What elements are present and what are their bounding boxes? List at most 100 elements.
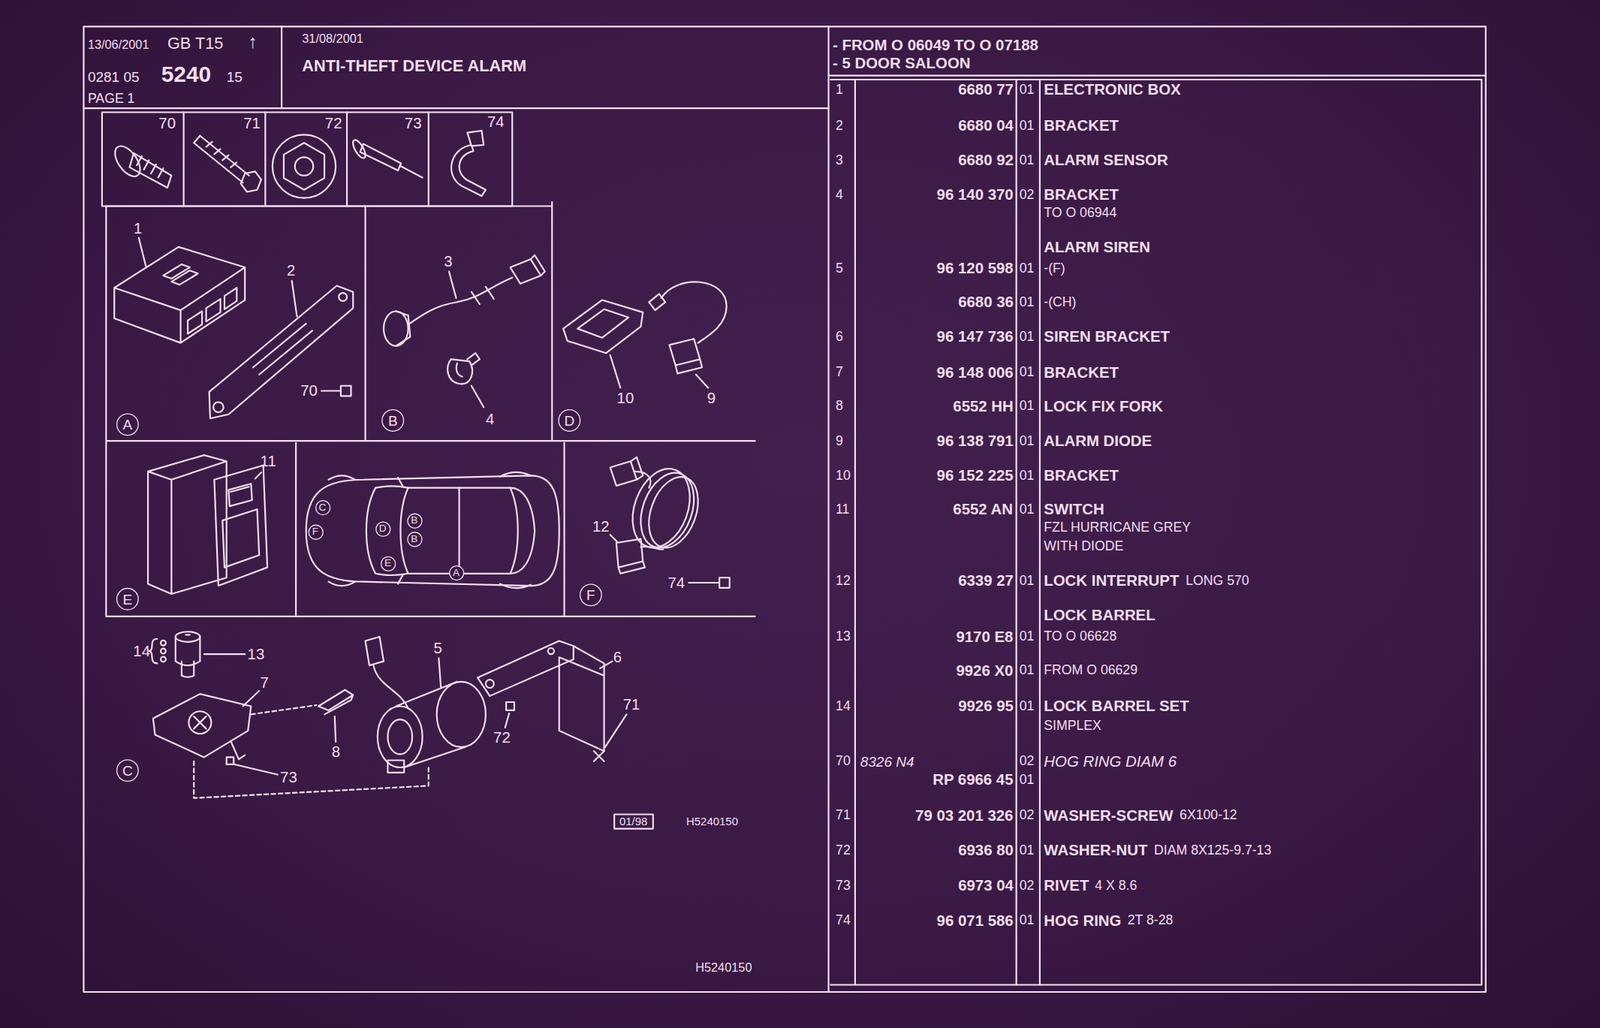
electronic-box-drawing — [338, 292, 347, 302]
wire-harness-drawing — [616, 539, 645, 574]
frame-line — [280, 26, 283, 109]
parts-table-cell: 6680 77 — [958, 81, 1014, 98]
fastener-drawing — [451, 130, 486, 196]
diode-bracket-drawing — [669, 338, 703, 374]
fastener-cell: 70 — [102, 111, 184, 206]
parts-table-cell: 01 — [1019, 153, 1035, 168]
fastener-drawing — [241, 171, 262, 192]
diode-bracket-drawing — [563, 300, 643, 354]
electronic-box-drawing — [213, 401, 224, 413]
parts-table-cell: 02 — [1019, 187, 1035, 202]
parts-table-cell: 02 — [1019, 878, 1035, 893]
siren-assembly-drawing — [226, 756, 235, 765]
panel-border — [183, 111, 429, 206]
callout-number: 72 — [325, 114, 343, 132]
parts-table-cell: 74 — [835, 912, 851, 928]
parts-table-cell: 01 — [1019, 329, 1035, 344]
car-plan-drawing — [366, 486, 535, 576]
siren-assembly-drawing — [506, 702, 515, 711]
parts-table-cell: 96 152 225 — [937, 467, 1014, 484]
alarm-sensor-drawing — [383, 255, 546, 407]
siren-assembly-drawing — [593, 750, 605, 762]
panel-border — [102, 111, 513, 206]
siren-assembly-drawing — [160, 656, 166, 663]
frame-line — [83, 26, 1486, 992]
siren-assembly-drawing — [395, 681, 465, 768]
fastener-cell: 73 — [346, 111, 429, 206]
parts-table-cell: 2 — [835, 118, 844, 133]
car-plan-drawing — [306, 472, 560, 588]
callout-number: 6 — [613, 648, 622, 666]
parts-table-cell: 10 — [835, 468, 851, 483]
callout-number: 9 — [707, 388, 716, 406]
wire-harness-drawing — [631, 465, 705, 555]
view-letter: B — [410, 533, 418, 545]
assembly-dashed-line — [250, 705, 317, 715]
siren-assembly-drawing — [242, 690, 260, 706]
parts-table-cell: 96 138 791 — [937, 432, 1014, 449]
siren-assembly-drawing — [175, 631, 201, 642]
parts-table-cell: -(CH) — [1043, 295, 1076, 310]
fastener-drawing — [129, 153, 172, 188]
parts-table-cell: 01 — [1019, 502, 1035, 517]
siren-assembly-drawing — [373, 665, 408, 709]
parts-table-cell: 6936 80 — [958, 841, 1014, 859]
siren-assembly-drawing — [485, 679, 495, 688]
parts-table-cell: 01 — [1019, 295, 1035, 310]
electronic-box-drawing — [340, 385, 352, 397]
siren-assembly-drawing — [204, 653, 245, 655]
parts-table-cell: 01 — [1019, 912, 1035, 928]
view-letter: E — [384, 557, 392, 569]
alarm-sensor-drawing — [510, 255, 546, 284]
parts-table-cell: 96 140 370 — [937, 186, 1014, 203]
parts-table-cell: WITH DIODE — [1043, 539, 1124, 554]
parts-table-cell: ALARM SENSOR — [1043, 151, 1168, 169]
parts-table-cell: 8326 N4 — [860, 753, 915, 770]
callout-number: 12 — [592, 518, 610, 535]
parts-table-cell: 1 — [835, 82, 844, 97]
frame-line — [828, 74, 1486, 76]
parts-table-cell: DIAM 8X125-9.7-13 — [1154, 843, 1272, 858]
fastener-cell: 74 — [428, 111, 513, 206]
electronic-box-drawing — [187, 287, 237, 334]
callout-number: 70 — [158, 114, 176, 132]
parts-table-cell: 3 — [835, 153, 844, 168]
wire-harness-drawing — [719, 577, 730, 588]
panel-border — [102, 111, 756, 616]
header-text: PAGE 1 — [87, 91, 136, 106]
parts-table-cell: RIVET — [1043, 876, 1089, 894]
diode-bracket-drawing — [610, 355, 621, 388]
location-circle: A — [448, 564, 464, 580]
parts-table-cell: 01 — [1019, 468, 1035, 483]
electronic-box-drawing — [321, 389, 340, 392]
parts-table-cell: 01 — [1019, 365, 1035, 380]
header-text: - FROM O 06049 TO O 07188 — [832, 36, 1039, 53]
drawing-reference: 01/98 — [619, 815, 648, 828]
parts-table-cell: SIREN BRACKET — [1043, 328, 1170, 345]
view-letter-circle: C — [116, 759, 139, 782]
wire-harness-drawing — [610, 534, 618, 543]
parts-table-cell: LOCK BARREL — [1043, 606, 1155, 624]
callout-number: 71 — [623, 695, 641, 712]
car-plan-drawing — [328, 472, 531, 588]
siren-assembly-drawing — [505, 713, 510, 728]
view-letter: D — [379, 523, 387, 534]
parts-table-cell: 9170 E8 — [955, 627, 1013, 645]
switch-drawing — [147, 454, 227, 594]
assembly-dashed-line — [193, 705, 429, 799]
parts-table-cell: 12 — [835, 573, 851, 588]
electronic-box-drawing — [138, 238, 147, 267]
callout-number: 5 — [433, 638, 443, 656]
siren-assembly-drawing — [614, 814, 654, 829]
view-panel: 34B — [365, 206, 553, 442]
siren-assembly-drawing — [387, 719, 413, 754]
siren-assembly-drawing — [334, 716, 336, 742]
view-letter-circle: B — [381, 409, 404, 432]
panel-border — [105, 201, 755, 617]
callout-number: 13 — [247, 645, 266, 663]
parts-table-cell: 01 — [1019, 261, 1035, 276]
fastener-drawing — [110, 130, 486, 199]
